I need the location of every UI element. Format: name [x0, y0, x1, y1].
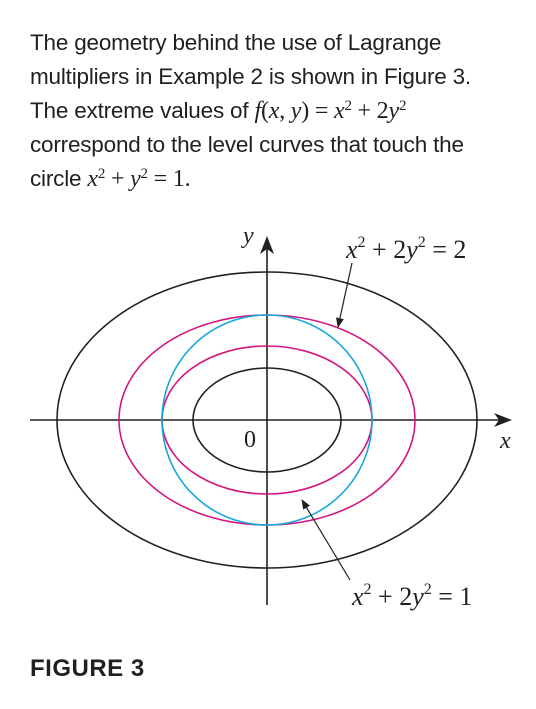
paragraph-line-2: multipliers in Example 2 is shown in Fig… [30, 64, 471, 89]
origin-label: 0 [244, 427, 256, 453]
var-y: y [130, 166, 141, 192]
outer-level-ellipse [56, 271, 478, 569]
function-expression: f(x, y) = x2 + 2y2 [254, 98, 406, 124]
paragraph-line-4: correspond to the level curves that touc… [30, 132, 464, 157]
exponent: 2 [344, 97, 352, 114]
var-x: x [268, 98, 280, 124]
var-x: x [345, 235, 358, 264]
x-axis-arrow-icon [494, 413, 512, 427]
exponent: 2 [358, 234, 366, 251]
y-axis-arrow-icon [260, 236, 274, 254]
rhs: = 1 [432, 582, 473, 611]
paragraph-line-1: The geometry behind the use of Lagrange [30, 30, 442, 55]
plus-two: + 2 [372, 582, 413, 611]
y-axis-label: y [241, 223, 254, 249]
label-top-equation: x2 + 2y2 = 2 [345, 234, 466, 264]
var-x: x [87, 166, 98, 192]
var-y: y [409, 582, 424, 611]
var-x: x [351, 582, 364, 611]
function-name: f [254, 98, 261, 124]
figure-caption: FIGURE 3 [30, 655, 145, 682]
plus: + [105, 166, 131, 192]
plus-two: + 2 [351, 98, 389, 124]
equals-one: = 1. [147, 166, 191, 192]
comma: , [279, 98, 291, 124]
line5-text: circle [30, 166, 82, 191]
pointer-line-bottom [301, 499, 351, 581]
exponent: 2 [424, 581, 432, 598]
var-y: y [290, 98, 302, 124]
exponent: 2 [140, 165, 149, 182]
label-bottom-equation: x2 + 2y2 = 1 [351, 581, 472, 611]
paragraph-line-5: circle x2 + y2 = 1. [30, 162, 520, 196]
exponent: 2 [97, 165, 106, 182]
inner-level-ellipse [192, 367, 342, 473]
circle-equation: x2 + y2 = 1. [87, 166, 190, 192]
exponent: 2 [418, 234, 426, 251]
paren-close-equals: ) = [301, 98, 334, 124]
x-axis-label: x [499, 428, 511, 454]
exponent: 2 [398, 97, 407, 114]
var-y: y [388, 98, 400, 124]
var-y: y [403, 235, 418, 264]
line3-text: The extreme values of [30, 98, 249, 123]
paren-open: ( [260, 98, 269, 124]
description-paragraph: The geometry behind the use of Lagrange … [30, 26, 520, 196]
paragraph-line-3: The extreme values of f(x, y) = x2 + 2y2 [30, 94, 520, 128]
constraint-circle [161, 314, 373, 526]
rhs: = 2 [426, 235, 467, 264]
exponent: 2 [364, 581, 372, 598]
plus-two: + 2 [366, 235, 407, 264]
pointer-line-top [336, 262, 353, 328]
var-x: x [333, 98, 345, 124]
